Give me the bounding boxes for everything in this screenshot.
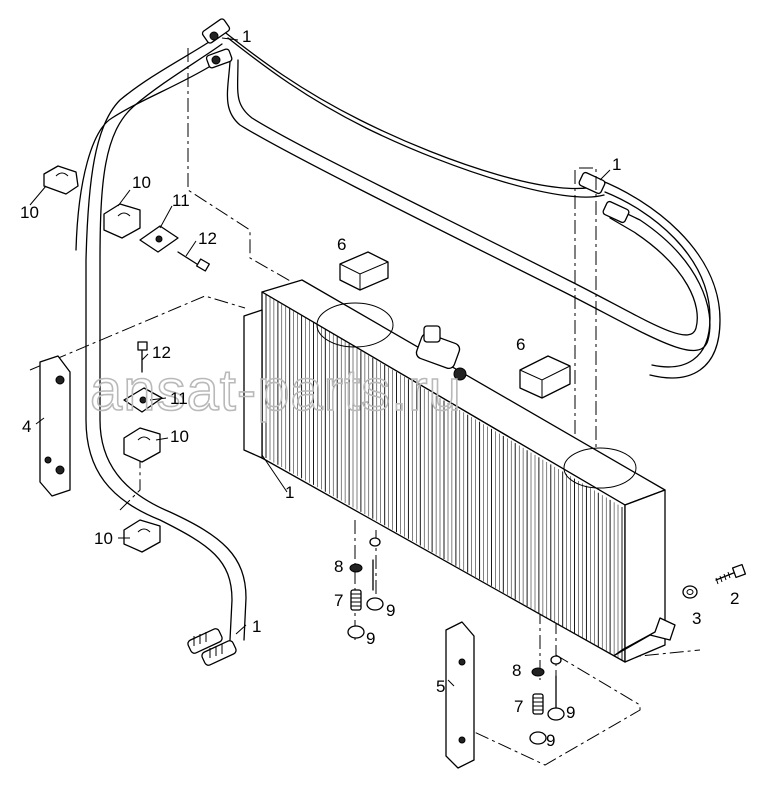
bolt-12-upper [177, 251, 210, 272]
callout-11-upper: 11 [172, 191, 190, 210]
callout-4: 4 [22, 417, 31, 436]
hardware-stack-right [529, 655, 565, 745]
watermark: ansat-parts.ru [90, 358, 462, 423]
callout-2: 2 [730, 589, 739, 608]
callout-1-right: 1 [612, 155, 621, 174]
callout-7-left: 7 [334, 591, 343, 610]
callout-1-radiator: 1 [285, 483, 294, 502]
bolt-2 [715, 563, 747, 585]
callout-10-lower: 10 [94, 529, 113, 548]
washer-3 [682, 585, 698, 599]
plate-11-upper [139, 225, 179, 253]
hose-lines [75, 29, 721, 641]
right-fittings [578, 171, 630, 224]
callout-8-left: 8 [334, 557, 343, 576]
callout-8-right: 8 [512, 661, 521, 680]
callout-9-left-a: 9 [386, 601, 395, 620]
radiator-core [243, 279, 676, 663]
callout-7-right: 7 [514, 697, 523, 716]
callout-10-upper: 10 [132, 173, 151, 192]
bracket-5 [445, 621, 475, 769]
callout-12-upper: 12 [198, 229, 217, 248]
callout-9-right-a: 9 [566, 703, 575, 722]
block-6-right [519, 355, 571, 399]
callout-9-left-b: 9 [366, 629, 375, 648]
callout-12-lower: 12 [152, 343, 171, 362]
hardware-stack-left [347, 537, 384, 639]
lower-fittings [187, 628, 237, 666]
callout-6-upper: 6 [337, 235, 346, 254]
bolt-12-lower [137, 341, 148, 373]
callout-1-top: 1 [242, 27, 251, 46]
callout-6-right: 6 [516, 335, 525, 354]
callout-10-top-left: 10 [20, 203, 39, 222]
callout-3: 3 [692, 609, 701, 628]
callout-10-mid: 10 [170, 427, 189, 446]
radiator-fins [265, 294, 623, 660]
clamp-10-upper [103, 203, 141, 239]
callout-9-right-b: 9 [546, 731, 555, 750]
callout-1-lower: 1 [252, 617, 261, 636]
callout-labels: 1 1 1 1 2 3 4 5 6 6 7 7 8 8 9 9 9 9 10 1… [20, 27, 739, 750]
bracket-4 [39, 355, 71, 497]
callout-5: 5 [436, 677, 445, 696]
callout-11-lower: 11 [170, 389, 188, 408]
clamp-10-top-left [43, 165, 79, 195]
clamp-10-lower [123, 519, 161, 553]
top-fittings [201, 18, 233, 69]
block-6-upper [339, 251, 389, 291]
clamp-10-mid [123, 427, 161, 463]
leader-lines [29, 37, 611, 687]
